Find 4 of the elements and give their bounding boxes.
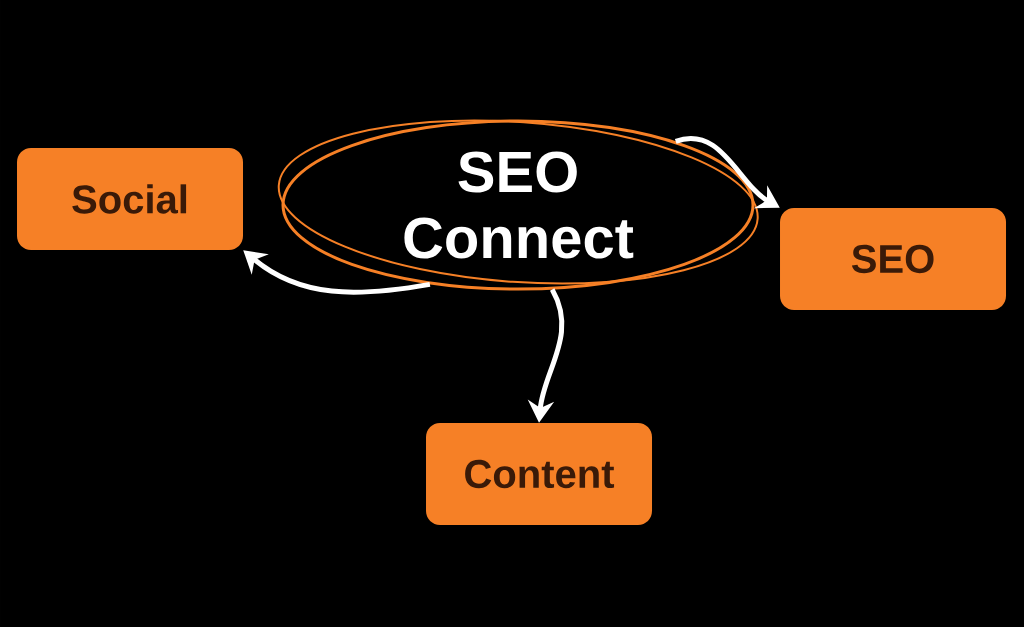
process-box: Social	[17, 148, 243, 250]
process-box: SEO	[780, 208, 1006, 310]
process-box: Content	[426, 423, 652, 525]
ellipse-scribble: SEO Connect	[277, 119, 759, 291]
